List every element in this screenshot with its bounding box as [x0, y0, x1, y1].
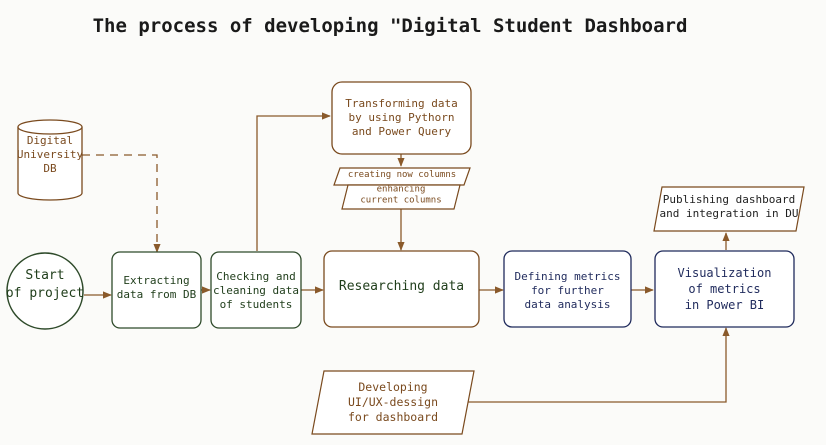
label-line: data analysis	[524, 298, 610, 311]
label-line: Checking and	[216, 270, 295, 283]
label-line: cleaning data	[213, 284, 299, 297]
label-line: of metrics	[688, 282, 760, 296]
label-line: creating now columns	[348, 170, 456, 180]
label-line: Visualization	[678, 266, 772, 280]
research-label: Researching data	[339, 279, 464, 294]
label-line: Start	[25, 268, 64, 283]
diagram-title: The process of developing "Digital Stude…	[93, 15, 688, 37]
start-label: Start of project	[6, 268, 84, 301]
connector-check-to-transform	[256, 112, 331, 251]
label-line: Extracting	[123, 274, 189, 287]
label-line: Developing	[358, 380, 427, 394]
label-line: and Power Query	[352, 125, 452, 138]
connector-ux-to-visualize	[462, 327, 730, 403]
start-node: Start of project	[6, 252, 84, 330]
label-line: by using Pythorn	[349, 111, 455, 124]
create-columns-label: creating now columns	[348, 170, 456, 180]
label-line: data from DB	[117, 288, 197, 301]
label-line: Transforming data	[345, 97, 458, 110]
label-line: Publishing dashboard	[663, 193, 795, 206]
visualize-label: Visualization of metrics in Power BI	[678, 266, 772, 312]
label-line: Researching data	[339, 279, 464, 294]
label-line: for further	[531, 284, 604, 297]
create-columns-node: creating now columns	[333, 167, 471, 186]
label-line: current columns	[360, 196, 441, 206]
visualize-node: Visualization of metrics in Power BI	[654, 250, 795, 328]
label-line: Digital	[27, 134, 73, 147]
connector-db-to-extract	[82, 154, 161, 253]
label-line: in Power BI	[685, 298, 764, 312]
label-line: of students	[220, 298, 293, 311]
label-line: of project	[6, 286, 84, 301]
label-line: DB	[43, 162, 57, 175]
label-line: for dashboard	[348, 410, 438, 424]
label-line: Defining metrics	[515, 270, 621, 283]
label-line: and integration in DU	[659, 207, 798, 220]
research-node: Researching data	[323, 250, 480, 328]
label-line: UI/UX-dessign	[348, 395, 438, 409]
label-line: enhancing	[377, 185, 426, 195]
label-line: University	[17, 148, 84, 161]
